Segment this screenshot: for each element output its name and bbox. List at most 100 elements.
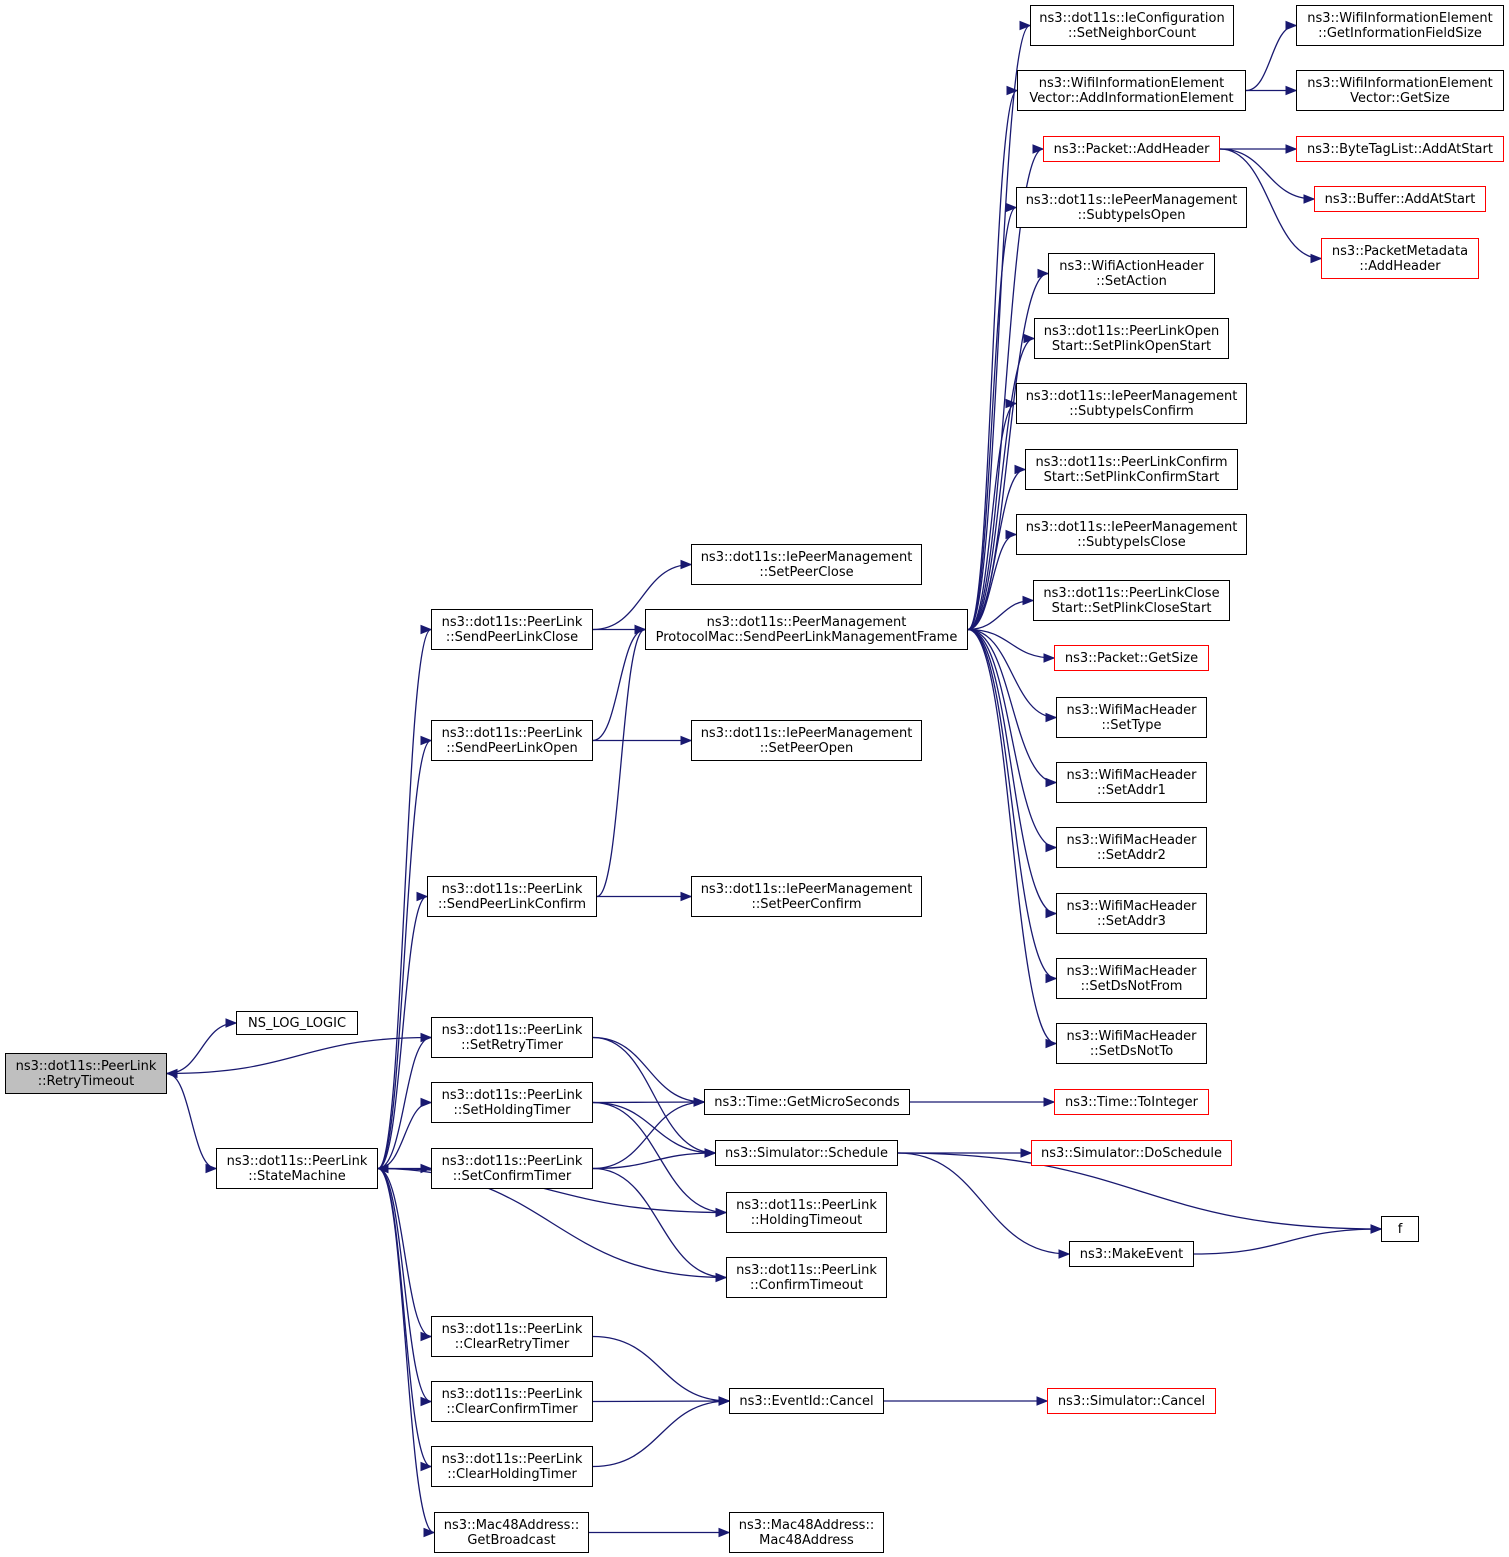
arrowhead-send_mgmt_frame-to-plink_confirm_start xyxy=(1014,464,1027,475)
node-set-peer-close[interactable]: ns3::dot11s::IePeerManagement::SetPeerCl… xyxy=(691,544,922,585)
edge-send_confirm-to-send_mgmt_frame xyxy=(596,628,646,898)
arrowhead-state_machine-to-clear_retry_timer xyxy=(420,1331,433,1342)
arrowhead-make_event-to-f xyxy=(1370,1224,1383,1234)
node-set-peer-open[interactable]: ns3::dot11s::IePeerManagement::SetPeerOp… xyxy=(691,720,922,761)
arrowhead-send_mgmt_frame-to-set_addr1 xyxy=(1045,777,1058,788)
node-set-retry-timer[interactable]: ns3::dot11s::PeerLink::SetRetryTimer xyxy=(431,1017,593,1058)
arrowhead-send_mgmt_frame-to-subtype_is_confirm xyxy=(1005,398,1018,409)
arrowhead-retry_timeout-to-state_machine xyxy=(205,1163,218,1174)
node-f[interactable]: f xyxy=(1381,1216,1419,1242)
arrowhead-state_machine-to-set_confirm_timer xyxy=(420,1163,433,1174)
node-set-holding-timer[interactable]: ns3::dot11s::PeerLink::SetHoldingTimer xyxy=(431,1082,593,1123)
edge-simulator_schedule-to-make_event xyxy=(897,1152,1070,1255)
node-send-peer-link-open[interactable]: ns3::dot11s::PeerLink::SendPeerLinkOpen xyxy=(431,720,593,761)
node-packet-add-header[interactable]: ns3::Packet::AddHeader xyxy=(1043,136,1220,162)
node-subtype-is-open[interactable]: ns3::dot11s::IePeerManagement::SubtypeIs… xyxy=(1016,187,1247,228)
node-simulator-schedule[interactable]: ns3::Simulator::Schedule xyxy=(715,1140,898,1166)
node-byte-tag-list-add-at-start[interactable]: ns3::ByteTagList::AddAtStart xyxy=(1296,136,1504,162)
arrowhead-state_machine-to-clear_confirm_timer xyxy=(420,1396,433,1407)
arrowhead-send_confirm-to-send_mgmt_frame xyxy=(634,624,647,635)
node-clear-holding-timer[interactable]: ns3::dot11s::PeerLink::ClearHoldingTimer xyxy=(431,1446,593,1487)
arrowhead-set_holding_timer-to-holding_timeout xyxy=(715,1207,728,1218)
arrowhead-state_machine-to-get_broadcast xyxy=(423,1527,436,1538)
node-time-to-integer[interactable]: ns3::Time::ToInteger xyxy=(1054,1089,1209,1115)
node-clear-confirm-timer[interactable]: ns3::dot11s::PeerLink::ClearConfirmTimer xyxy=(431,1381,593,1422)
node-make-event[interactable]: ns3::MakeEvent xyxy=(1069,1241,1194,1267)
node-wifi-action-header-set-action[interactable]: ns3::WifiActionHeader::SetAction xyxy=(1048,253,1215,294)
edge-clear_holding_timer-to-event_cancel xyxy=(592,1400,730,1468)
arrowhead-get_micro_seconds-to-time_to_integer xyxy=(1043,1097,1056,1107)
node-wifi-mac-header-set-ds-not-from[interactable]: ns3::WifiMacHeader::SetDsNotFrom xyxy=(1056,958,1207,999)
node-holding-timeout[interactable]: ns3::dot11s::PeerLink::HoldingTimeout xyxy=(726,1192,887,1233)
node-event-id-cancel[interactable]: ns3::EventId::Cancel xyxy=(729,1388,884,1414)
node-wifi-mac-header-set-addr3[interactable]: ns3::WifiMacHeader::SetAddr3 xyxy=(1056,893,1207,934)
node-send-peer-link-confirm[interactable]: ns3::dot11s::PeerLink::SendPeerLinkConfi… xyxy=(427,876,597,917)
node-set-peer-confirm[interactable]: ns3::dot11s::IePeerManagement::SetPeerCo… xyxy=(691,876,922,917)
node-buffer-add-at-start[interactable]: ns3::Buffer::AddAtStart xyxy=(1314,186,1486,212)
arrowhead-send_mgmt_frame-to-set_addr3 xyxy=(1045,908,1058,919)
edge-state_machine-to-send_open xyxy=(377,739,432,1170)
edge-send_mgmt_frame-to-packet_add_header xyxy=(967,148,1044,631)
node-simulator-do-schedule[interactable]: ns3::Simulator::DoSchedule xyxy=(1031,1140,1232,1166)
node-wifi-ie-get-information-field-size[interactable]: ns3::WifiInformationElement::GetInformat… xyxy=(1296,5,1504,46)
node-confirm-timeout[interactable]: ns3::dot11s::PeerLink::ConfirmTimeout xyxy=(726,1257,887,1298)
node-mac48-address-ctor[interactable]: ns3::Mac48Address::Mac48Address xyxy=(729,1512,884,1553)
arrowhead-send_mgmt_frame-to-packet_get_size xyxy=(1043,653,1056,663)
edge-send_mgmt_frame-to-subtype_is_open xyxy=(967,206,1017,631)
arrowhead-state_machine-to-send_close xyxy=(420,624,433,635)
node-retry-timeout: ns3::dot11s::PeerLink::RetryTimeout xyxy=(5,1053,167,1094)
node-wifi-mac-header-set-type[interactable]: ns3::WifiMacHeader::SetType xyxy=(1056,697,1207,738)
edge-state_machine-to-clear_confirm_timer xyxy=(377,1167,432,1403)
arrowhead-send_mgmt_frame-to-set_type xyxy=(1045,712,1058,723)
node-subtype-is-close[interactable]: ns3::dot11s::IePeerManagement::SubtypeIs… xyxy=(1016,514,1247,555)
node-packet-metadata-add-header[interactable]: ns3::PacketMetadata::AddHeader xyxy=(1321,238,1479,279)
edge-send_mgmt_frame-to-plink_confirm_start xyxy=(967,468,1026,631)
edge-send_mgmt_frame-to-wifi_ie_vector xyxy=(967,89,1018,631)
node-set-confirm-timer[interactable]: ns3::dot11s::PeerLink::SetConfirmTimer xyxy=(431,1148,593,1189)
arrowhead-set_confirm_timer-to-simulator_schedule xyxy=(704,1148,717,1158)
arrowhead-simulator_schedule-to-simulator_do_schedule xyxy=(1020,1148,1033,1158)
arrowhead-get_broadcast-to-mac48_ctor xyxy=(718,1527,731,1538)
node-ns-log-logic[interactable]: NS_LOG_LOGIC xyxy=(236,1011,358,1035)
arrowhead-set_retry_timer-to-retry_timeout xyxy=(165,1068,178,1079)
arrowhead-send_mgmt_frame-to-subtype_is_close xyxy=(1005,529,1018,540)
edge-send_open-to-send_mgmt_frame xyxy=(592,628,646,742)
arrowhead-send_mgmt_frame-to-plink_close_start xyxy=(1022,595,1035,606)
edge-simulator_schedule-to-f xyxy=(897,1152,1382,1230)
node-wifi-mac-header-set-addr1[interactable]: ns3::WifiMacHeader::SetAddr1 xyxy=(1056,762,1207,803)
node-ie-configuration-set-neighbor-count[interactable]: ns3::dot11s::IeConfiguration::SetNeighbo… xyxy=(1030,5,1234,46)
arrowhead-send_mgmt_frame-to-wifi_ie_vector xyxy=(1006,85,1019,96)
edge-set_holding_timer-to-holding_timeout xyxy=(592,1101,727,1214)
node-simulator-cancel[interactable]: ns3::Simulator::Cancel xyxy=(1047,1388,1216,1414)
arrowhead-send_open-to-set_peer_open xyxy=(680,735,693,746)
node-state-machine[interactable]: ns3::dot11s::PeerLink::StateMachine xyxy=(216,1148,378,1189)
node-packet-get-size[interactable]: ns3::Packet::GetSize xyxy=(1054,645,1209,671)
edge-state_machine-to-send_close xyxy=(377,628,432,1170)
arrowhead-send_mgmt_frame-to-set_addr2 xyxy=(1045,842,1058,853)
arrowhead-state_machine-to-set_retry_timer xyxy=(420,1032,433,1043)
edge-set_retry_timer-to-retry_timeout xyxy=(166,1036,432,1075)
node-subtype-is-confirm[interactable]: ns3::dot11s::IePeerManagement::SubtypeIs… xyxy=(1016,383,1247,424)
arrowhead-set_confirm_timer-to-confirm_timeout xyxy=(715,1272,728,1283)
edge-set_confirm_timer-to-get_micro_seconds xyxy=(592,1101,705,1170)
arrowhead-state_machine-to-send_open xyxy=(420,735,433,746)
node-get-broadcast[interactable]: ns3::Mac48Address::GetBroadcast xyxy=(434,1512,589,1553)
arrowhead-wifi_ie_vector-to-wifi_ie_get_info_size xyxy=(1285,20,1298,31)
arrowhead-packet_add_header-to-packet_metadata xyxy=(1310,253,1323,264)
arrowhead-retry_timeout-to-ns_log_logic xyxy=(225,1018,238,1028)
node-wifi-mac-header-set-ds-not-to[interactable]: ns3::WifiMacHeader::SetDsNotTo xyxy=(1056,1023,1207,1064)
node-time-get-micro-seconds[interactable]: ns3::Time::GetMicroSeconds xyxy=(704,1089,910,1115)
node-clear-retry-timer[interactable]: ns3::dot11s::PeerLink::ClearRetryTimer xyxy=(431,1316,593,1357)
node-send-peer-link-close[interactable]: ns3::dot11s::PeerLink::SendPeerLinkClose xyxy=(431,609,593,650)
edge-make_event-to-f xyxy=(1193,1228,1382,1255)
edge-send_mgmt_frame-to-set_addr1 xyxy=(967,628,1057,784)
arrowhead-send_mgmt_frame-to-subtype_is_open xyxy=(1005,202,1018,213)
node-wifi-mac-header-set-addr2[interactable]: ns3::WifiMacHeader::SetAddr2 xyxy=(1056,827,1207,868)
